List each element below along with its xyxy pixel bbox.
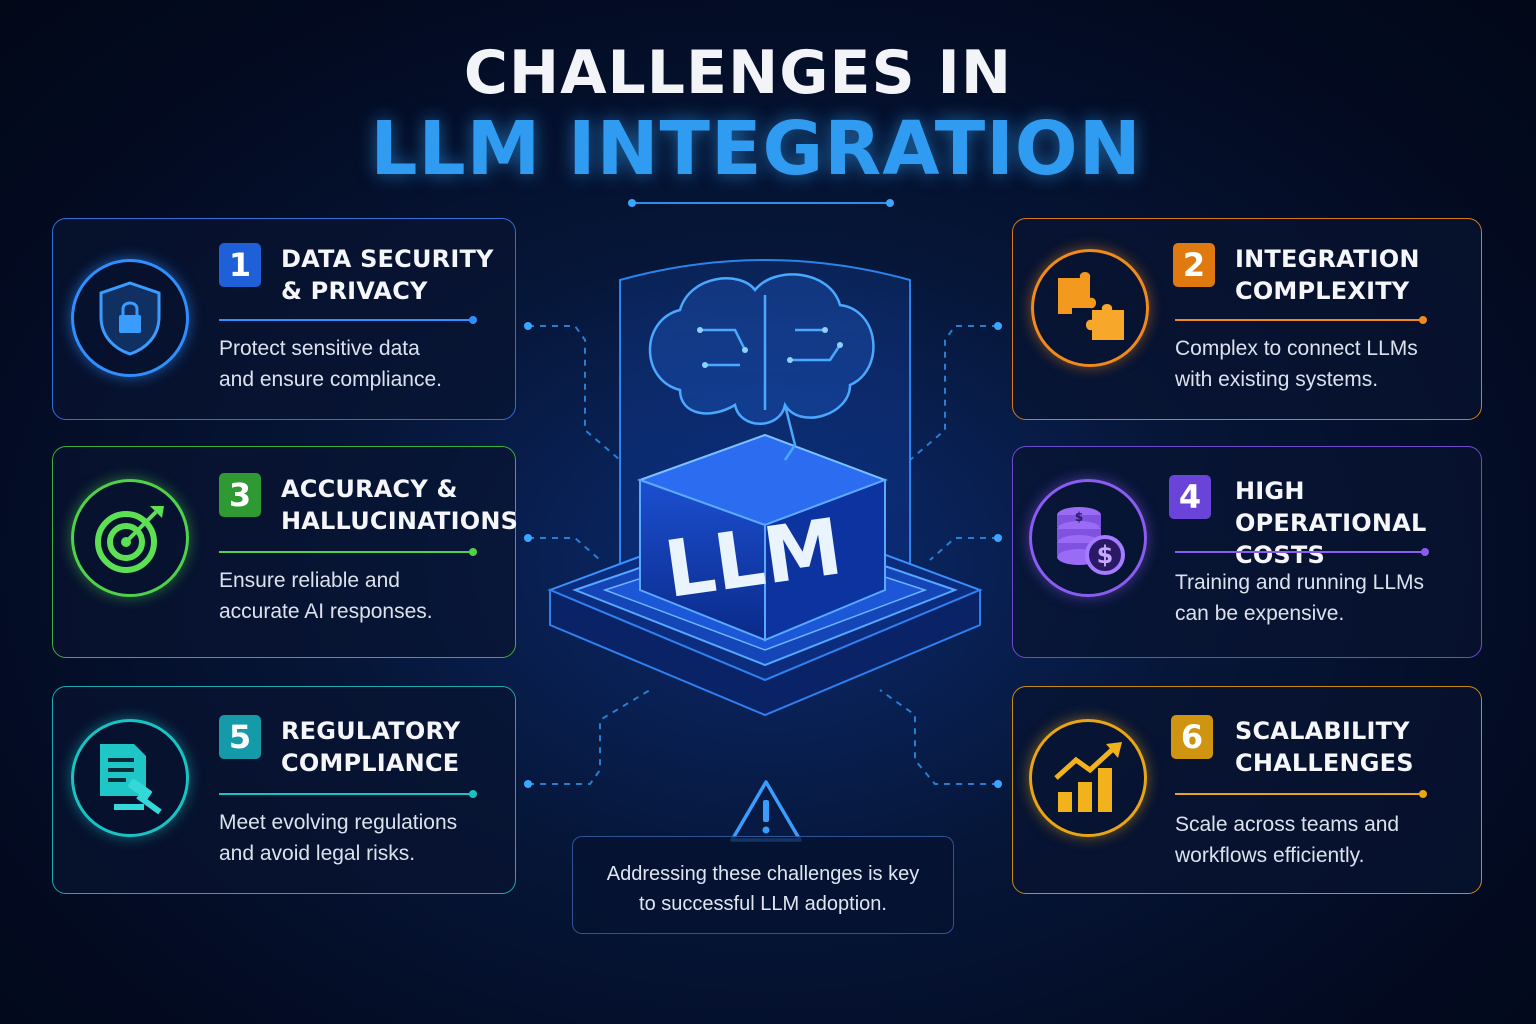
card-divider — [1175, 790, 1427, 798]
icon-ring-4: $ $ — [1029, 479, 1147, 597]
card-number-badge: 5 — [219, 715, 261, 759]
card-divider — [219, 316, 477, 324]
target-icon — [95, 506, 164, 573]
card-divider — [1175, 548, 1429, 556]
challenge-card-3: 3 ACCURACY &HALLUCINATIONS Ensure reliab… — [52, 446, 519, 658]
icon-ring-1 — [71, 259, 189, 377]
card-divider — [1175, 316, 1427, 324]
challenge-card-1: 1 DATA SECURITY& PRIVACY Protect sensiti… — [52, 218, 516, 420]
puzzle-icon — [1058, 272, 1124, 340]
card-number-badge: 6 — [1171, 715, 1213, 759]
card-number-badge: 3 — [219, 473, 261, 517]
coins-icon: $ $ — [1057, 507, 1125, 575]
shield-lock-icon — [99, 281, 161, 356]
icon-ring-5 — [71, 719, 189, 837]
document-gavel-icon — [100, 744, 162, 815]
card-number-badge: 4 — [1169, 475, 1211, 519]
svg-text:$: $ — [1075, 510, 1083, 524]
icon-ring-2 — [1031, 249, 1149, 367]
warning-icon — [730, 780, 802, 842]
page-title-line1: CHALLENGES IN — [463, 38, 1013, 108]
card-number-badge: 2 — [1173, 243, 1215, 287]
svg-text:$: $ — [1097, 541, 1114, 569]
card-divider — [219, 548, 477, 556]
llm-pedestal: LLM — [547, 259, 983, 717]
brain-circuit-icon — [648, 273, 875, 461]
card-title: DATA SECURITY& PRIVACY — [281, 245, 494, 305]
card-title: ACCURACY &HALLUCINATIONS — [281, 475, 519, 535]
title-divider — [628, 199, 894, 207]
card-divider — [219, 790, 477, 798]
icon-ring-6 — [1029, 719, 1147, 837]
icon-ring-3 — [71, 479, 189, 597]
card-number-badge: 1 — [219, 243, 261, 287]
page-title-line2: LLM INTEGRATION — [370, 106, 1142, 192]
growth-chart-icon — [1054, 742, 1122, 812]
